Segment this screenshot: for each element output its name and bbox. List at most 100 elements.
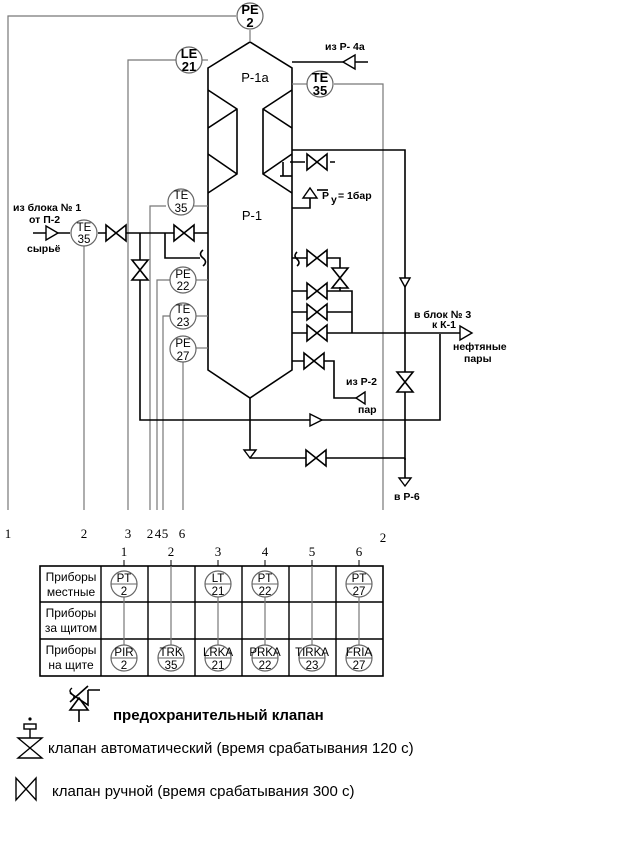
outlet-arrow-p6 <box>397 477 413 488</box>
instrument-te35-feed[interactable]: TE 35 <box>70 219 98 247</box>
instrument-pe2[interactable]: PE 2 <box>236 2 264 30</box>
svg-text:Приборы: Приборы <box>46 570 97 584</box>
svg-text:2: 2 <box>246 15 253 30</box>
bypass-valve[interactable] <box>131 259 149 281</box>
label-from-p2-furnace: от П-2 <box>29 214 60 226</box>
svg-text:Приборы: Приборы <box>46 606 97 620</box>
process-lines: P у = 1бар <box>33 53 474 488</box>
table-column-number: 4 <box>262 544 269 559</box>
svg-text:у: у <box>331 194 337 206</box>
top-valve[interactable] <box>306 153 328 171</box>
inlet-arrow-p4a <box>341 53 356 71</box>
legend-auto-valve: клапан автоматический (время срабатывани… <box>48 740 414 757</box>
vessel-internal-right-diag <box>262 108 293 175</box>
signal-line-4 <box>156 279 170 510</box>
instrument-pe27[interactable]: PE 27 <box>169 335 197 363</box>
vessel-internal-left-diag <box>207 108 238 175</box>
svg-text:FRIA: FRIA <box>346 647 373 659</box>
table-instrument-local[interactable]: PT2 <box>110 570 138 598</box>
svg-text:21: 21 <box>212 586 225 598</box>
svg-text:PIR: PIR <box>114 647 133 659</box>
svg-text:21: 21 <box>182 59 196 74</box>
svg-text:5: 5 <box>162 526 169 541</box>
legend-relief-valve: предохранительный клапан <box>113 707 324 724</box>
signal-line-2b <box>149 205 166 510</box>
svg-text:PRKA: PRKA <box>249 647 281 659</box>
vessel-main-label: Р-1 <box>242 208 262 223</box>
svg-text:35: 35 <box>165 660 178 672</box>
svg-text:на щите: на щите <box>48 658 94 672</box>
downflow-valve[interactable] <box>396 371 414 393</box>
instrument-pe22[interactable]: PE 22 <box>169 266 197 294</box>
svg-text:35: 35 <box>313 83 327 98</box>
line-numbers: 1 2 3 2 4 5 6 2 <box>5 526 387 545</box>
outlet-arrow-vapors <box>459 324 474 342</box>
label-to-p6: в Р-6 <box>394 491 420 503</box>
svg-text:22: 22 <box>259 586 272 598</box>
table-column-number: 2 <box>168 544 175 559</box>
svg-text:TE: TE <box>174 190 189 202</box>
instrument-te35-side[interactable]: TE 35 <box>167 188 195 216</box>
svg-text:TIRKA: TIRKA <box>295 647 329 659</box>
instrument-le21[interactable]: LE 21 <box>175 46 203 74</box>
svg-text:PE: PE <box>175 338 191 350</box>
svg-text:LRKA: LRKA <box>203 647 233 659</box>
label-oil-vapors: нефтяные <box>453 341 507 353</box>
table-column-number: 3 <box>215 544 222 559</box>
side-valve-1[interactable] <box>306 249 328 267</box>
vessel-internal-left <box>207 89 238 194</box>
relief-valve-legend-icon <box>68 685 100 722</box>
svg-text:2: 2 <box>147 526 154 541</box>
instrument-te23[interactable]: TE 23 <box>169 302 197 330</box>
reactor-vessel: Р-1а Р-1 <box>207 41 293 399</box>
feed-valve[interactable] <box>105 224 127 242</box>
legend: предохранительный клапан клапан автомати… <box>15 685 414 802</box>
svg-text:Приборы: Приборы <box>46 643 97 657</box>
svg-text:22: 22 <box>177 281 190 293</box>
svg-text:пары: пары <box>464 353 492 365</box>
label-steam: пар <box>358 404 377 416</box>
side-valve-5[interactable] <box>306 324 328 342</box>
svg-text:PT: PT <box>117 573 132 585</box>
signal-line-2-right <box>334 83 384 510</box>
svg-text:35: 35 <box>78 234 91 246</box>
svg-text:PT: PT <box>352 573 367 585</box>
label-from-p2: из Р-2 <box>346 376 377 388</box>
steam-valve[interactable] <box>303 352 325 370</box>
side-valve-4[interactable] <box>306 303 328 321</box>
side-valve-3[interactable] <box>306 282 328 300</box>
side-valve-2[interactable] <box>331 267 349 289</box>
relief-pressure-p: P <box>322 190 329 202</box>
feed-arrow <box>45 224 60 242</box>
svg-text:PT: PT <box>258 573 273 585</box>
svg-text:4: 4 <box>155 526 162 541</box>
label-from-p4a: из Р- 4а <box>325 41 365 53</box>
bottom-valve[interactable] <box>305 449 327 467</box>
feed-inlet-valve[interactable] <box>173 224 195 242</box>
svg-text:местные: местные <box>47 585 96 599</box>
instrument-te35-top[interactable]: TE 35 <box>306 70 334 98</box>
relief-valve[interactable] <box>301 186 319 199</box>
svg-text:TE: TE <box>176 304 191 316</box>
svg-text:3: 3 <box>125 526 132 541</box>
svg-text:LT: LT <box>212 573 225 585</box>
svg-text:27: 27 <box>353 586 366 598</box>
signal-line-5 <box>162 315 170 510</box>
svg-text:за щитом: за щитом <box>45 621 97 635</box>
signal-line-3 <box>127 59 178 510</box>
table-column-number: 5 <box>309 544 316 559</box>
svg-text:PE: PE <box>241 2 259 17</box>
label-to-block3: в блок № 3 <box>414 309 471 321</box>
svg-text:21: 21 <box>212 660 225 672</box>
